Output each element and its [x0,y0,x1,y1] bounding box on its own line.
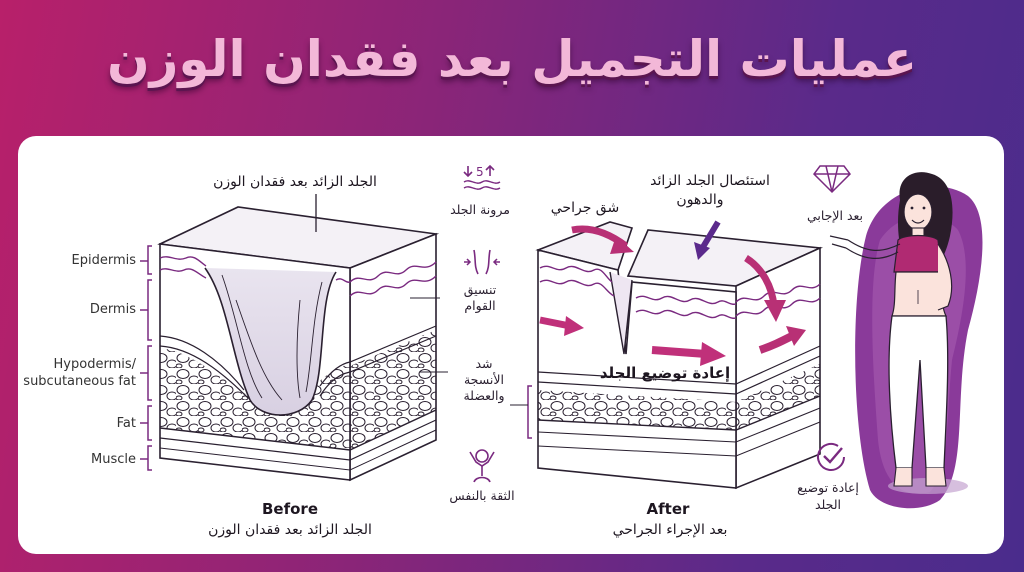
layer-label-epidermis: Epidermis [71,253,137,268]
before-caption-ar: الجلد الزائد بعد فقدان الوزن [208,522,372,538]
before-top-label: الجلد الزائد بعد فقدان الوزن [213,174,377,190]
contour-label-2: القوام [464,298,496,313]
removal-label-2: والدهون [676,192,724,208]
person-icon [469,449,495,483]
removal-label-1: استئصال الجلد الزائد [650,173,770,189]
layer-label-hypodermis: Hypodermis/ [53,357,136,372]
after-caption-en: After [646,500,690,518]
after-caption-ar: بعد الإجراء الجراحي [612,522,728,538]
layer-label-subcutaneous-fat: subcutaneous fat [23,374,136,389]
tighten-label-1: شد [475,356,493,371]
tighten-label-2: الأنسجة [463,372,504,387]
contour-label-1: تنسيق [463,282,497,297]
layer-label-fat: Fat [116,416,136,431]
result-label: بعد الإجابي [806,208,864,223]
page-title: عمليات التجميل بعد فقدان الوزن [106,30,918,88]
svg-text:5: 5 [476,165,484,179]
check-icon [817,443,845,471]
check-label-1: إعادة توضيع [797,480,859,495]
check-label-2: الجلد [814,497,842,512]
tighten-label-3: والعضلة [463,388,505,403]
layer-label-muscle: Muscle [91,452,136,467]
elasticity-label: مرونة الجلد [450,202,510,217]
elasticity-icon: 5 [463,164,501,190]
diamond-icon [813,165,851,194]
waist-icon [464,249,500,275]
reposition-label: إعادة توضيع الجلد [599,364,731,382]
incision-label: شق جراحي [550,200,620,216]
confidence-label: الثقة بالنفس [449,488,515,503]
before-caption-en: Before [261,500,318,518]
layer-label-dermis: Dermis [89,302,136,317]
